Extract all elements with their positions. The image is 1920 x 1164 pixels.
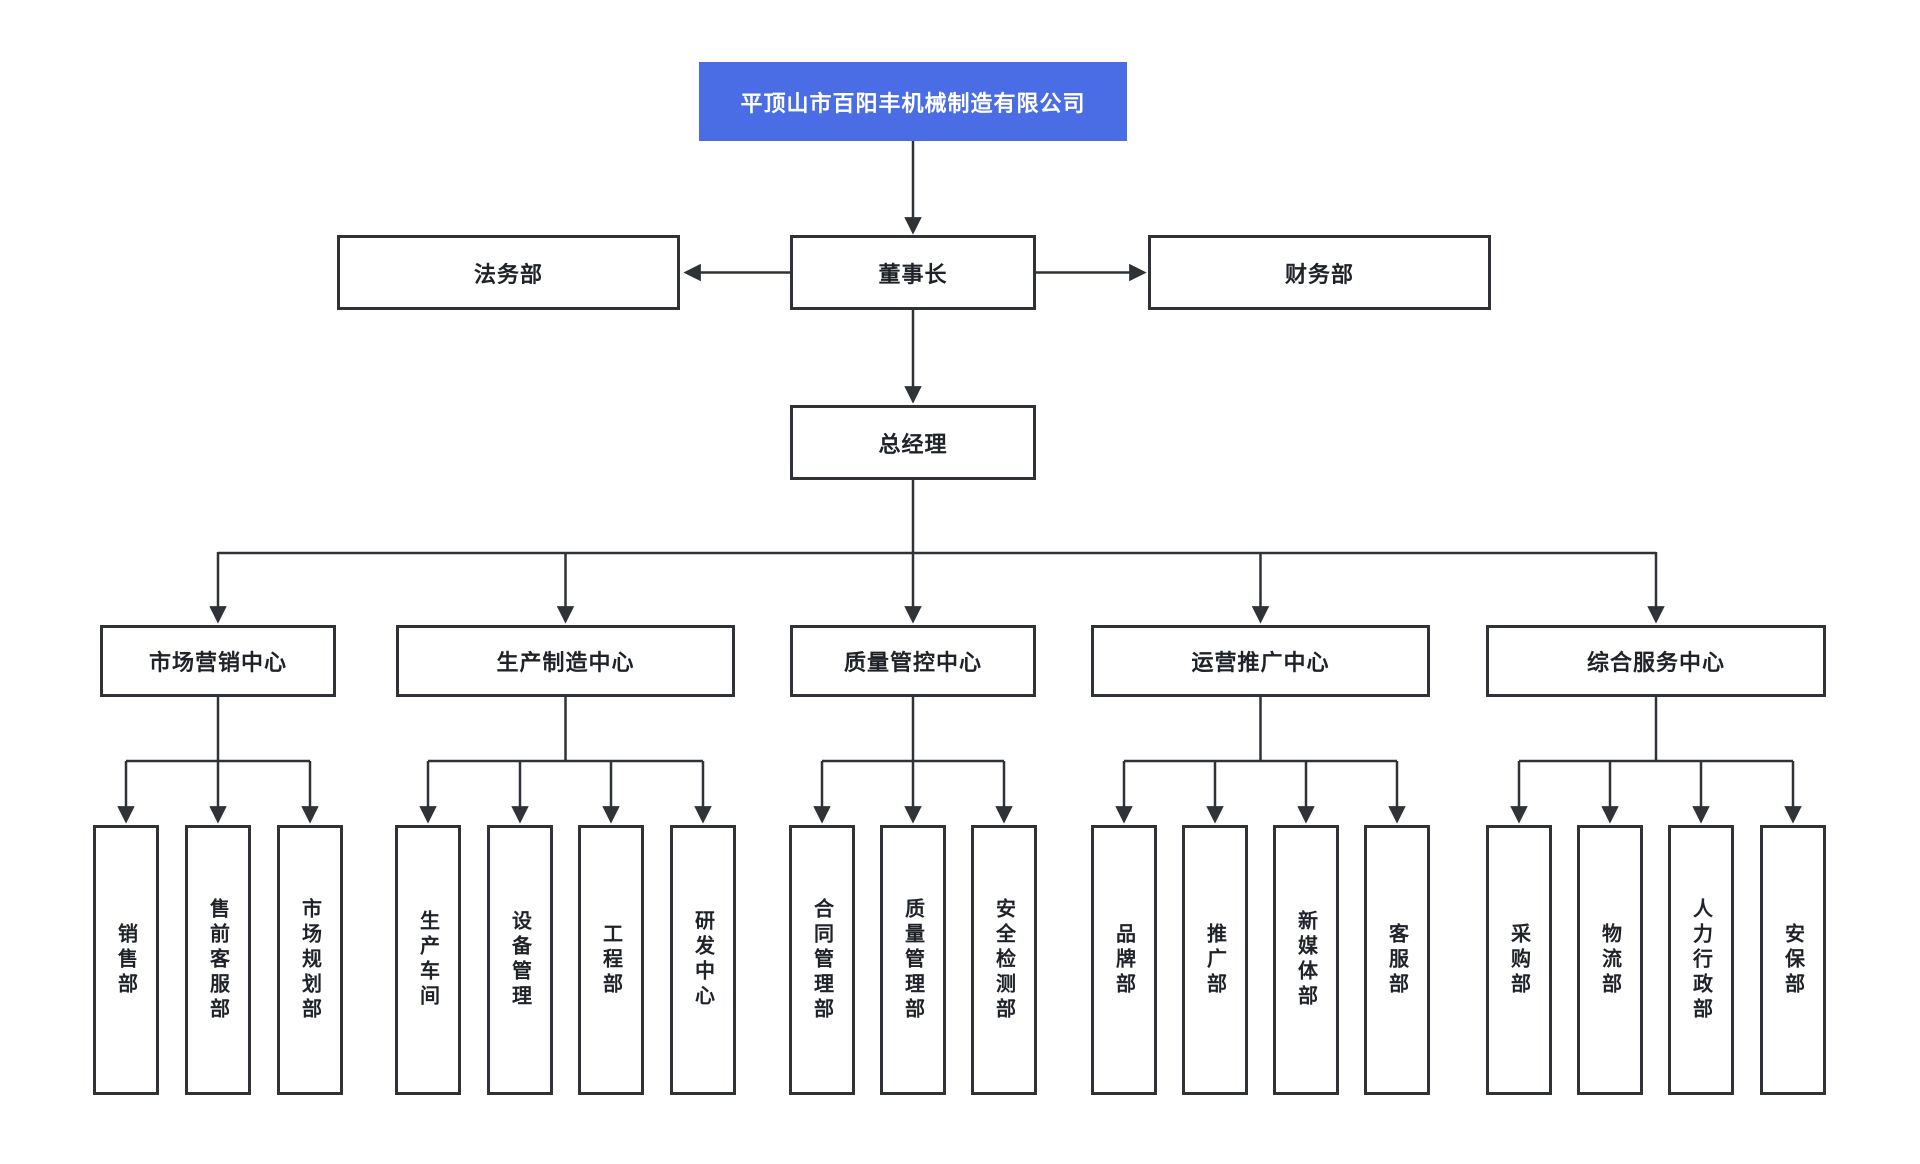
node-legal-dept[interactable]: 法务部: [337, 235, 680, 310]
node-finance-dept[interactable]: 财务部: [1148, 235, 1491, 310]
node-dept-presales-service[interactable]: 售前客服部: [185, 825, 251, 1095]
node-dept-brand[interactable]: 品牌部: [1091, 825, 1157, 1095]
node-dept-market-planning[interactable]: 市场规划部: [277, 825, 343, 1095]
node-dept-procurement[interactable]: 采购部: [1486, 825, 1552, 1095]
node-dept-new-media[interactable]: 新媒体部: [1273, 825, 1339, 1095]
node-chairman[interactable]: 董事长: [790, 235, 1036, 310]
node-company[interactable]: 平顶山市百阳丰机械制造有限公司: [699, 62, 1127, 141]
node-dept-safety-inspection[interactable]: 安全检测部: [971, 825, 1037, 1095]
node-dept-engineering[interactable]: 工程部: [578, 825, 644, 1095]
node-dept-security[interactable]: 安保部: [1760, 825, 1826, 1095]
node-dept-sales[interactable]: 销售部: [93, 825, 159, 1095]
node-center-marketing[interactable]: 市场营销中心: [100, 625, 336, 697]
node-dept-customer-service[interactable]: 客服部: [1364, 825, 1430, 1095]
node-dept-logistics[interactable]: 物流部: [1577, 825, 1643, 1095]
node-center-quality[interactable]: 质量管控中心: [790, 625, 1036, 697]
node-center-services[interactable]: 综合服务中心: [1486, 625, 1826, 697]
node-dept-production-workshop[interactable]: 生产车间: [395, 825, 461, 1095]
node-dept-hr-admin[interactable]: 人力行政部: [1668, 825, 1734, 1095]
node-dept-quality-mgmt[interactable]: 质量管理部: [880, 825, 946, 1095]
node-dept-promotion[interactable]: 推广部: [1182, 825, 1248, 1095]
node-general-manager[interactable]: 总经理: [790, 405, 1036, 480]
node-dept-equipment-mgmt[interactable]: 设备管理: [487, 825, 553, 1095]
node-center-production[interactable]: 生产制造中心: [396, 625, 735, 697]
node-dept-contract-mgmt[interactable]: 合同管理部: [789, 825, 855, 1095]
node-center-operations[interactable]: 运营推广中心: [1091, 625, 1430, 697]
node-dept-rd-center[interactable]: 研发中心: [670, 825, 736, 1095]
